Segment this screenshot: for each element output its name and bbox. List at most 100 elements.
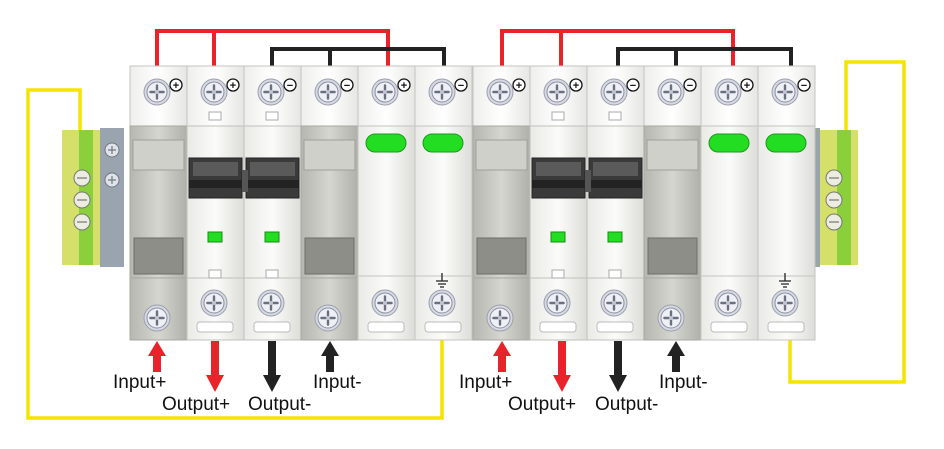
isolator-positive-left-terminal-top-center [155, 90, 159, 94]
surge-protector-positive-left-terminal-top [371, 78, 399, 106]
surge-protector-ground-right-terminal-top [771, 78, 799, 106]
isolator-positive-left-terminal-bottom-center [155, 316, 159, 320]
surge-protector-ground-right-ground-icon [779, 273, 791, 288]
breaker-negative-left-clip [253, 321, 291, 333]
wire-positive-bus-left [155, 29, 390, 80]
isolator-negative-left-terminal-top [314, 78, 342, 106]
isolator-negative-left-terminal-bottom-center [326, 316, 330, 320]
breaker-negative-right-sign: − [626, 78, 640, 92]
breaker-negative-right-handle-top [593, 162, 638, 176]
surge-protector-positive-left-terminal-top-center [383, 90, 387, 94]
surge-protector-positive-left-sign: + [397, 78, 411, 92]
breaker-positive-left-handle-bar [189, 180, 242, 188]
breaker-negative-left-indicator [264, 231, 280, 243]
isolator-positive-left-cap [132, 139, 185, 171]
surge-protector-positive-left-sign-text: + [401, 80, 407, 92]
breaker-negative-left-terminal-top-center [269, 90, 273, 94]
surge-protector-ground-left-sign-text: − [458, 80, 464, 92]
surge-protector-positive-right-terminal-top-center [726, 90, 730, 94]
surge-protector-ground-left-sign-circle [454, 78, 468, 92]
label-input-plus-left: Input+ [113, 372, 167, 393]
breaker-negative-left-sign-text: − [287, 80, 293, 92]
surge-protector-ground-left-terminal-bottom [428, 289, 456, 317]
isolator-negative-right-sign-circle [683, 78, 697, 92]
isolator-negative-right-terminal-bottom-center [669, 316, 673, 320]
surge-protector-ground-left-ground-icon [436, 273, 448, 288]
breaker-positive-left-terminal-top [200, 78, 228, 106]
breaker-negative-right-label-bottom [608, 269, 622, 279]
breaker-positive-left-label-top [208, 111, 222, 121]
wire-negative-bus-right [616, 47, 793, 80]
breaker-positive-right: + [529, 65, 588, 341]
isolator-positive-left-sign: + [169, 78, 183, 92]
breaker-negative-left-sign-circle [283, 78, 297, 92]
surge-protector-ground-right-sign: − [797, 78, 811, 92]
breaker-positive-right-indicator [550, 231, 566, 243]
breaker-negative-left-sign: − [283, 78, 297, 92]
breaker-positive-left-terminal-bottom [200, 289, 228, 317]
label-output-minus-left: Output- [248, 394, 312, 415]
surge-protector-ground-right-terminal-bottom [771, 289, 799, 317]
breaker-positive-left-indicator [207, 231, 223, 243]
isolator-negative-left-cap [303, 139, 356, 171]
breaker-negative-right-terminal-top-center [612, 90, 616, 94]
breaker-positive-left-sign-text: + [230, 80, 236, 92]
breaker-positive-right-terminal-bottom-center [555, 301, 559, 305]
breaker-positive-right-terminal-top [543, 78, 571, 106]
breaker-positive-right-sign: + [569, 78, 583, 92]
isolator-positive-right-terminal-bottom [486, 304, 514, 332]
surge-protector-ground-left: − [414, 65, 473, 341]
wire-negative-bus-left [270, 47, 446, 80]
label-output-plus-right: Output+ [508, 394, 577, 415]
isolator-negative-left-sign-circle [340, 78, 354, 92]
breaker-positive-right-terminal-top-center [555, 90, 559, 94]
isolator-negative-left-terminal-bottom [314, 304, 342, 332]
breaker-positive-left-handle-top [193, 162, 238, 176]
isolator-negative-left: − [300, 65, 359, 341]
breaker-negative-left-label-top [265, 111, 279, 121]
surge-protector-ground-left-terminal-top-center [440, 90, 444, 94]
isolator-positive-left-lever [133, 237, 184, 275]
breaker-positive-left-clip [196, 321, 234, 333]
surge-protector-ground-right-terminal-bottom-center [783, 301, 787, 305]
wire-positive-bus-right [500, 29, 735, 80]
breaker-positive-right-handle-top [536, 162, 581, 176]
surge-protector-positive-left-clip [367, 321, 405, 333]
surge-protector-ground-left-terminal-bottom-center [440, 301, 444, 305]
isolator-negative-right-terminal-top-center [669, 90, 673, 94]
surge-protector-positive-left-terminal-bottom-center [383, 301, 387, 305]
isolator-positive-right-sign-text: + [516, 80, 522, 92]
arrow-down-icon-output-plus-right [553, 341, 571, 392]
wires [26, 29, 906, 420]
isolator-negative-left-sign-text: − [344, 80, 350, 92]
isolator-negative-right-cap [646, 139, 699, 171]
ground-block-left [62, 128, 124, 267]
breaker-negative-right-indicator [607, 231, 623, 243]
arrow-down-icon-output-plus-left [206, 341, 224, 392]
breaker-positive-right-label-bottom [551, 269, 565, 279]
breaker-negative-right: − [585, 65, 645, 341]
surge-protector-positive-right-clip [710, 321, 748, 333]
breaker-negative-left-handle-top [250, 162, 295, 176]
surge-protector-positive-right-window [708, 133, 750, 153]
isolator-positive-left-sign-text: + [173, 80, 179, 92]
breaker-negative-left: − [242, 65, 302, 341]
surge-protector-ground-left-sign: − [454, 78, 468, 92]
arrow-up-icon-input-minus-left [321, 341, 339, 372]
breaker-negative-right-terminal-bottom-center [612, 301, 616, 305]
surge-protector-positive-right-terminal-top [714, 78, 742, 106]
isolator-negative-right-terminal-bottom [657, 304, 685, 332]
arrow-up-icon-input-plus-right [493, 341, 511, 372]
label-input-minus-right: Input- [659, 372, 708, 393]
isolator-positive-right: + [472, 65, 531, 341]
breaker-negative-left-handle-bar [246, 180, 299, 188]
isolator-positive-right-cap [475, 139, 528, 171]
surge-protector-ground-left-clip [424, 321, 462, 333]
isolator-negative-left-lever [304, 237, 355, 275]
breaker-negative-right-handle-bar [589, 180, 642, 188]
breaker-negative-right-terminal-top [600, 78, 628, 106]
isolator-positive-right-terminal-top-center [498, 90, 502, 94]
isolator-positive-right-sign: + [512, 78, 526, 92]
surge-protector-positive-right-terminal-bottom-center [726, 301, 730, 305]
